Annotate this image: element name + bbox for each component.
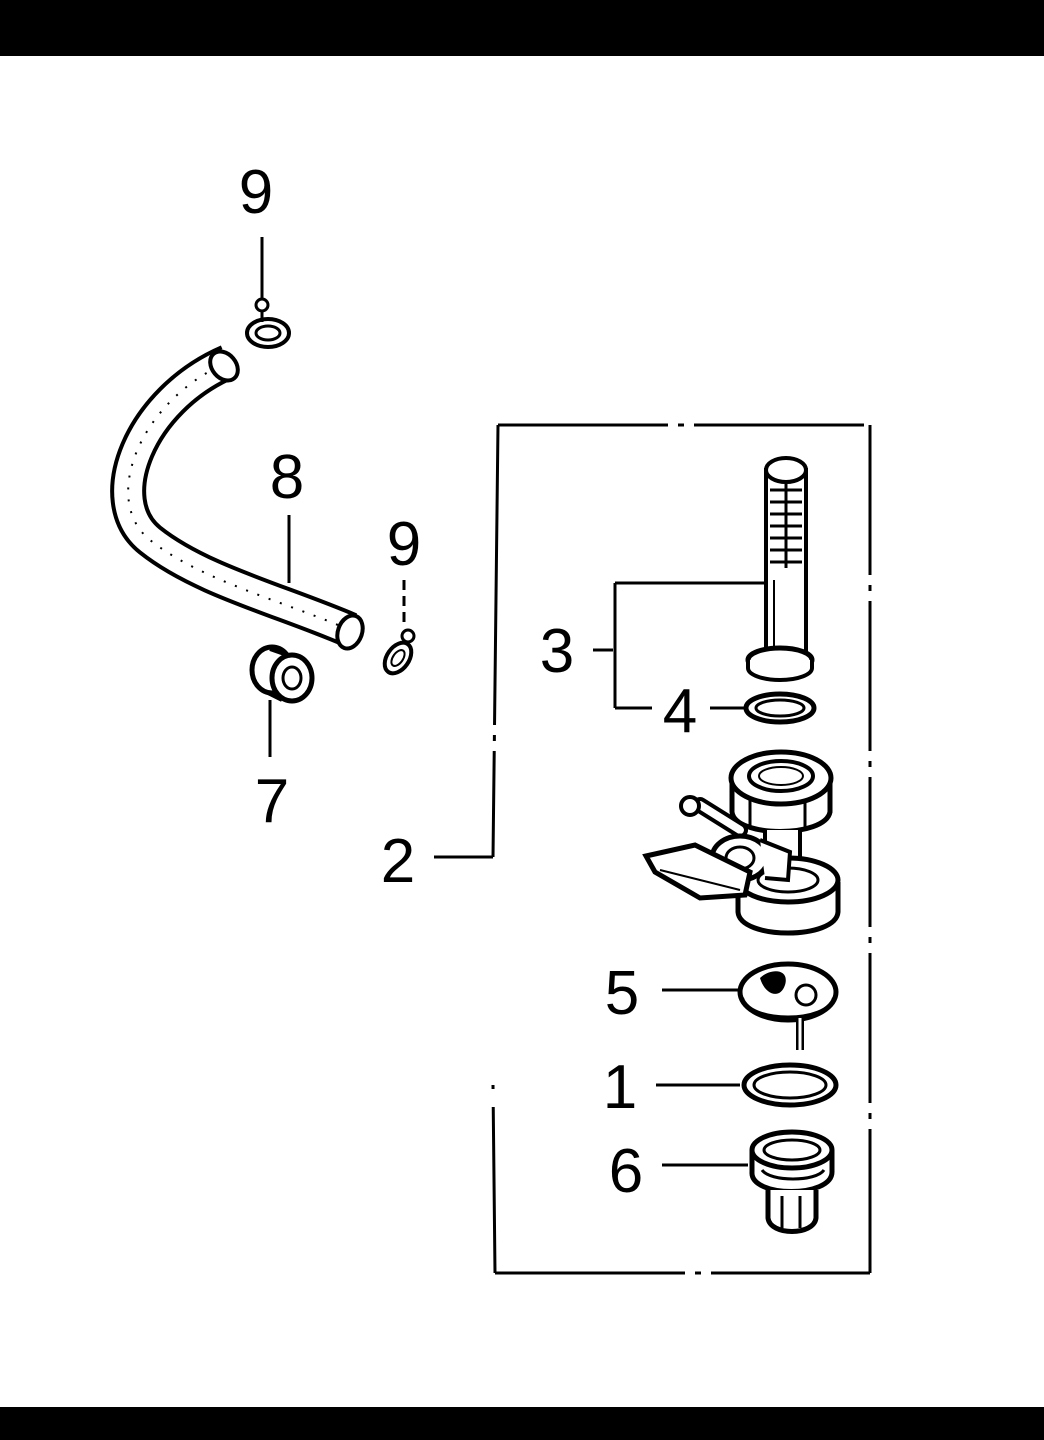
strainer-o-ring [746,694,814,722]
callout-1: 1 [603,1053,637,1122]
callout-4: 4 [663,677,697,746]
grommet [252,647,312,701]
callout-2: 2 [381,827,415,896]
callout-3: 3 [540,617,574,686]
callout-9-mid: 9 [387,510,421,579]
callout-6: 6 [609,1137,643,1206]
callout-5: 5 [605,959,639,1028]
fuel-valve-body [681,752,838,933]
fuel-hose [128,346,367,652]
sediment-cup [752,1132,832,1232]
callout-7: 7 [255,767,289,836]
callout-8: 8 [270,443,304,512]
hose-clamp-middle [379,630,417,678]
fuel-strainer-screen [748,458,812,680]
valve-gasket-plate [740,964,836,1050]
callout-9-top: 9 [239,158,273,227]
o-ring [744,1065,836,1105]
hose-clamp-top [247,299,289,347]
